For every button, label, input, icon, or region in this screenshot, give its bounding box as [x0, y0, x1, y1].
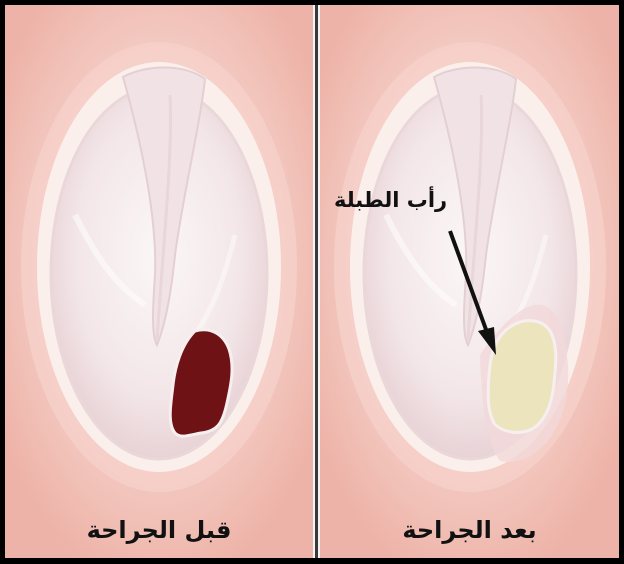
eardrum-illustration-after — [320, 5, 619, 558]
caption-after-surgery: بعد الجراحة — [320, 516, 619, 544]
divider-line — [315, 5, 318, 558]
annotation-tympanoplasty: رأب الطبلة — [334, 188, 447, 212]
panel-divider — [313, 5, 320, 558]
caption-before-surgery: قبل الجراحة — [5, 516, 313, 544]
eardrum-illustration-before — [5, 5, 313, 558]
before-surgery-panel: قبل الجراحة — [5, 5, 313, 558]
after-surgery-panel: رأب الطبلة بعد الجراحة — [320, 5, 619, 558]
